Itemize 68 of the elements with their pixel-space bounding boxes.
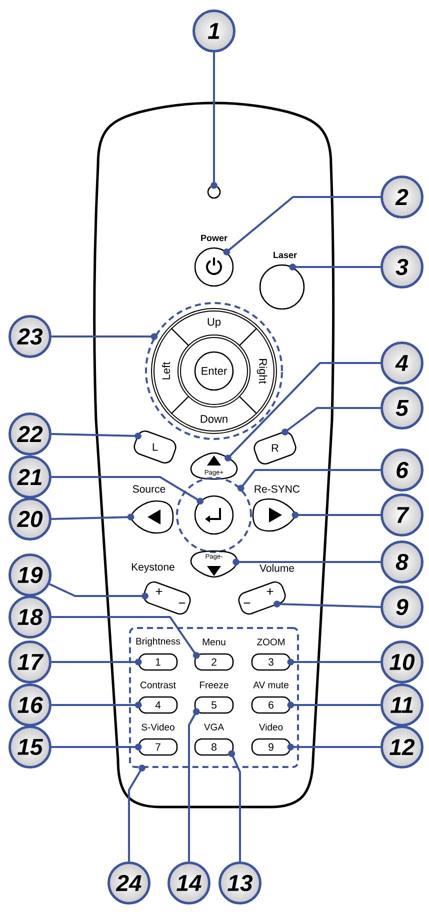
leader-line (240, 469, 380, 489)
callout-number: 23 (8, 315, 52, 358)
callout-number: 22 (8, 412, 52, 456)
callout-number: 4 (380, 342, 424, 384)
callout-number: 17 (8, 640, 52, 684)
callout-number: 3 (380, 246, 424, 288)
leader-line (188, 711, 198, 862)
callout-number: 11 (380, 684, 424, 726)
direction-key: Down (171, 396, 257, 432)
callout-number: 1 (192, 10, 236, 52)
enter-button: Enter (194, 351, 234, 391)
callout-number: 14 (168, 862, 210, 904)
callout-number: 15 (8, 726, 52, 768)
button-label: Video (258, 724, 283, 730)
callout-number: 7 (380, 494, 424, 536)
button-label: Brightness (136, 638, 180, 646)
leader-line (52, 616, 198, 656)
callout-number: 24 (108, 862, 150, 904)
button-label: Re-SYNC (254, 485, 300, 493)
leader-line (227, 362, 380, 459)
indicator-light (207, 185, 221, 199)
direction-key: Left (154, 328, 190, 414)
number-button: 2 (194, 653, 234, 671)
button-label: Freeze (200, 682, 228, 688)
highlight-circle (176, 477, 252, 553)
number-button: 1 (138, 653, 178, 671)
side-button: R (254, 431, 296, 464)
number-button: 8 (194, 738, 234, 756)
callout-number: 10 (380, 640, 424, 684)
leader-line (284, 407, 380, 433)
button-label: S-Video (142, 724, 174, 730)
highlight-box (129, 627, 299, 768)
callout-number: 5 (380, 386, 424, 430)
number-button: 3 (251, 653, 291, 671)
callout-number: 8 (380, 540, 424, 584)
callout-number: 16 (8, 684, 52, 726)
side-button: L (134, 430, 176, 464)
button-label: Laser (274, 252, 297, 258)
number-button: 9 (251, 738, 291, 756)
button-label: Contrast (140, 682, 176, 688)
button-label: Keystone (132, 563, 174, 573)
callout-number: 6 (380, 448, 424, 492)
button-label: AV mute (253, 682, 288, 688)
number-button: 7 (138, 738, 178, 756)
button-label: Source (132, 485, 166, 493)
leader-line (236, 561, 380, 563)
number-button: 4 (138, 696, 178, 714)
callout-number: 19 (8, 554, 52, 596)
callout-number: 21 (8, 456, 52, 498)
callout-number: 9 (380, 586, 424, 628)
leader-line (226, 196, 380, 253)
rocker-button: + − (238, 581, 286, 615)
button-label: Power (201, 234, 228, 242)
button-label: Menu (202, 638, 226, 646)
callout-number: 20 (8, 498, 52, 540)
callout-number: 2 (380, 176, 424, 218)
number-button: 6 (251, 696, 291, 714)
number-button: 5 (194, 696, 234, 714)
callout-number: 12 (380, 726, 424, 768)
direction-key: Up (171, 310, 257, 346)
callout-number: 13 (218, 862, 262, 904)
button-label: VGA (204, 724, 224, 730)
callout-number: 18 (8, 596, 52, 638)
button-label: Volume (260, 564, 294, 572)
rocker-button: + − (143, 581, 191, 615)
leader-line (230, 753, 241, 862)
direction-key: Right (238, 328, 274, 414)
button-label: ZOOM (257, 638, 284, 646)
